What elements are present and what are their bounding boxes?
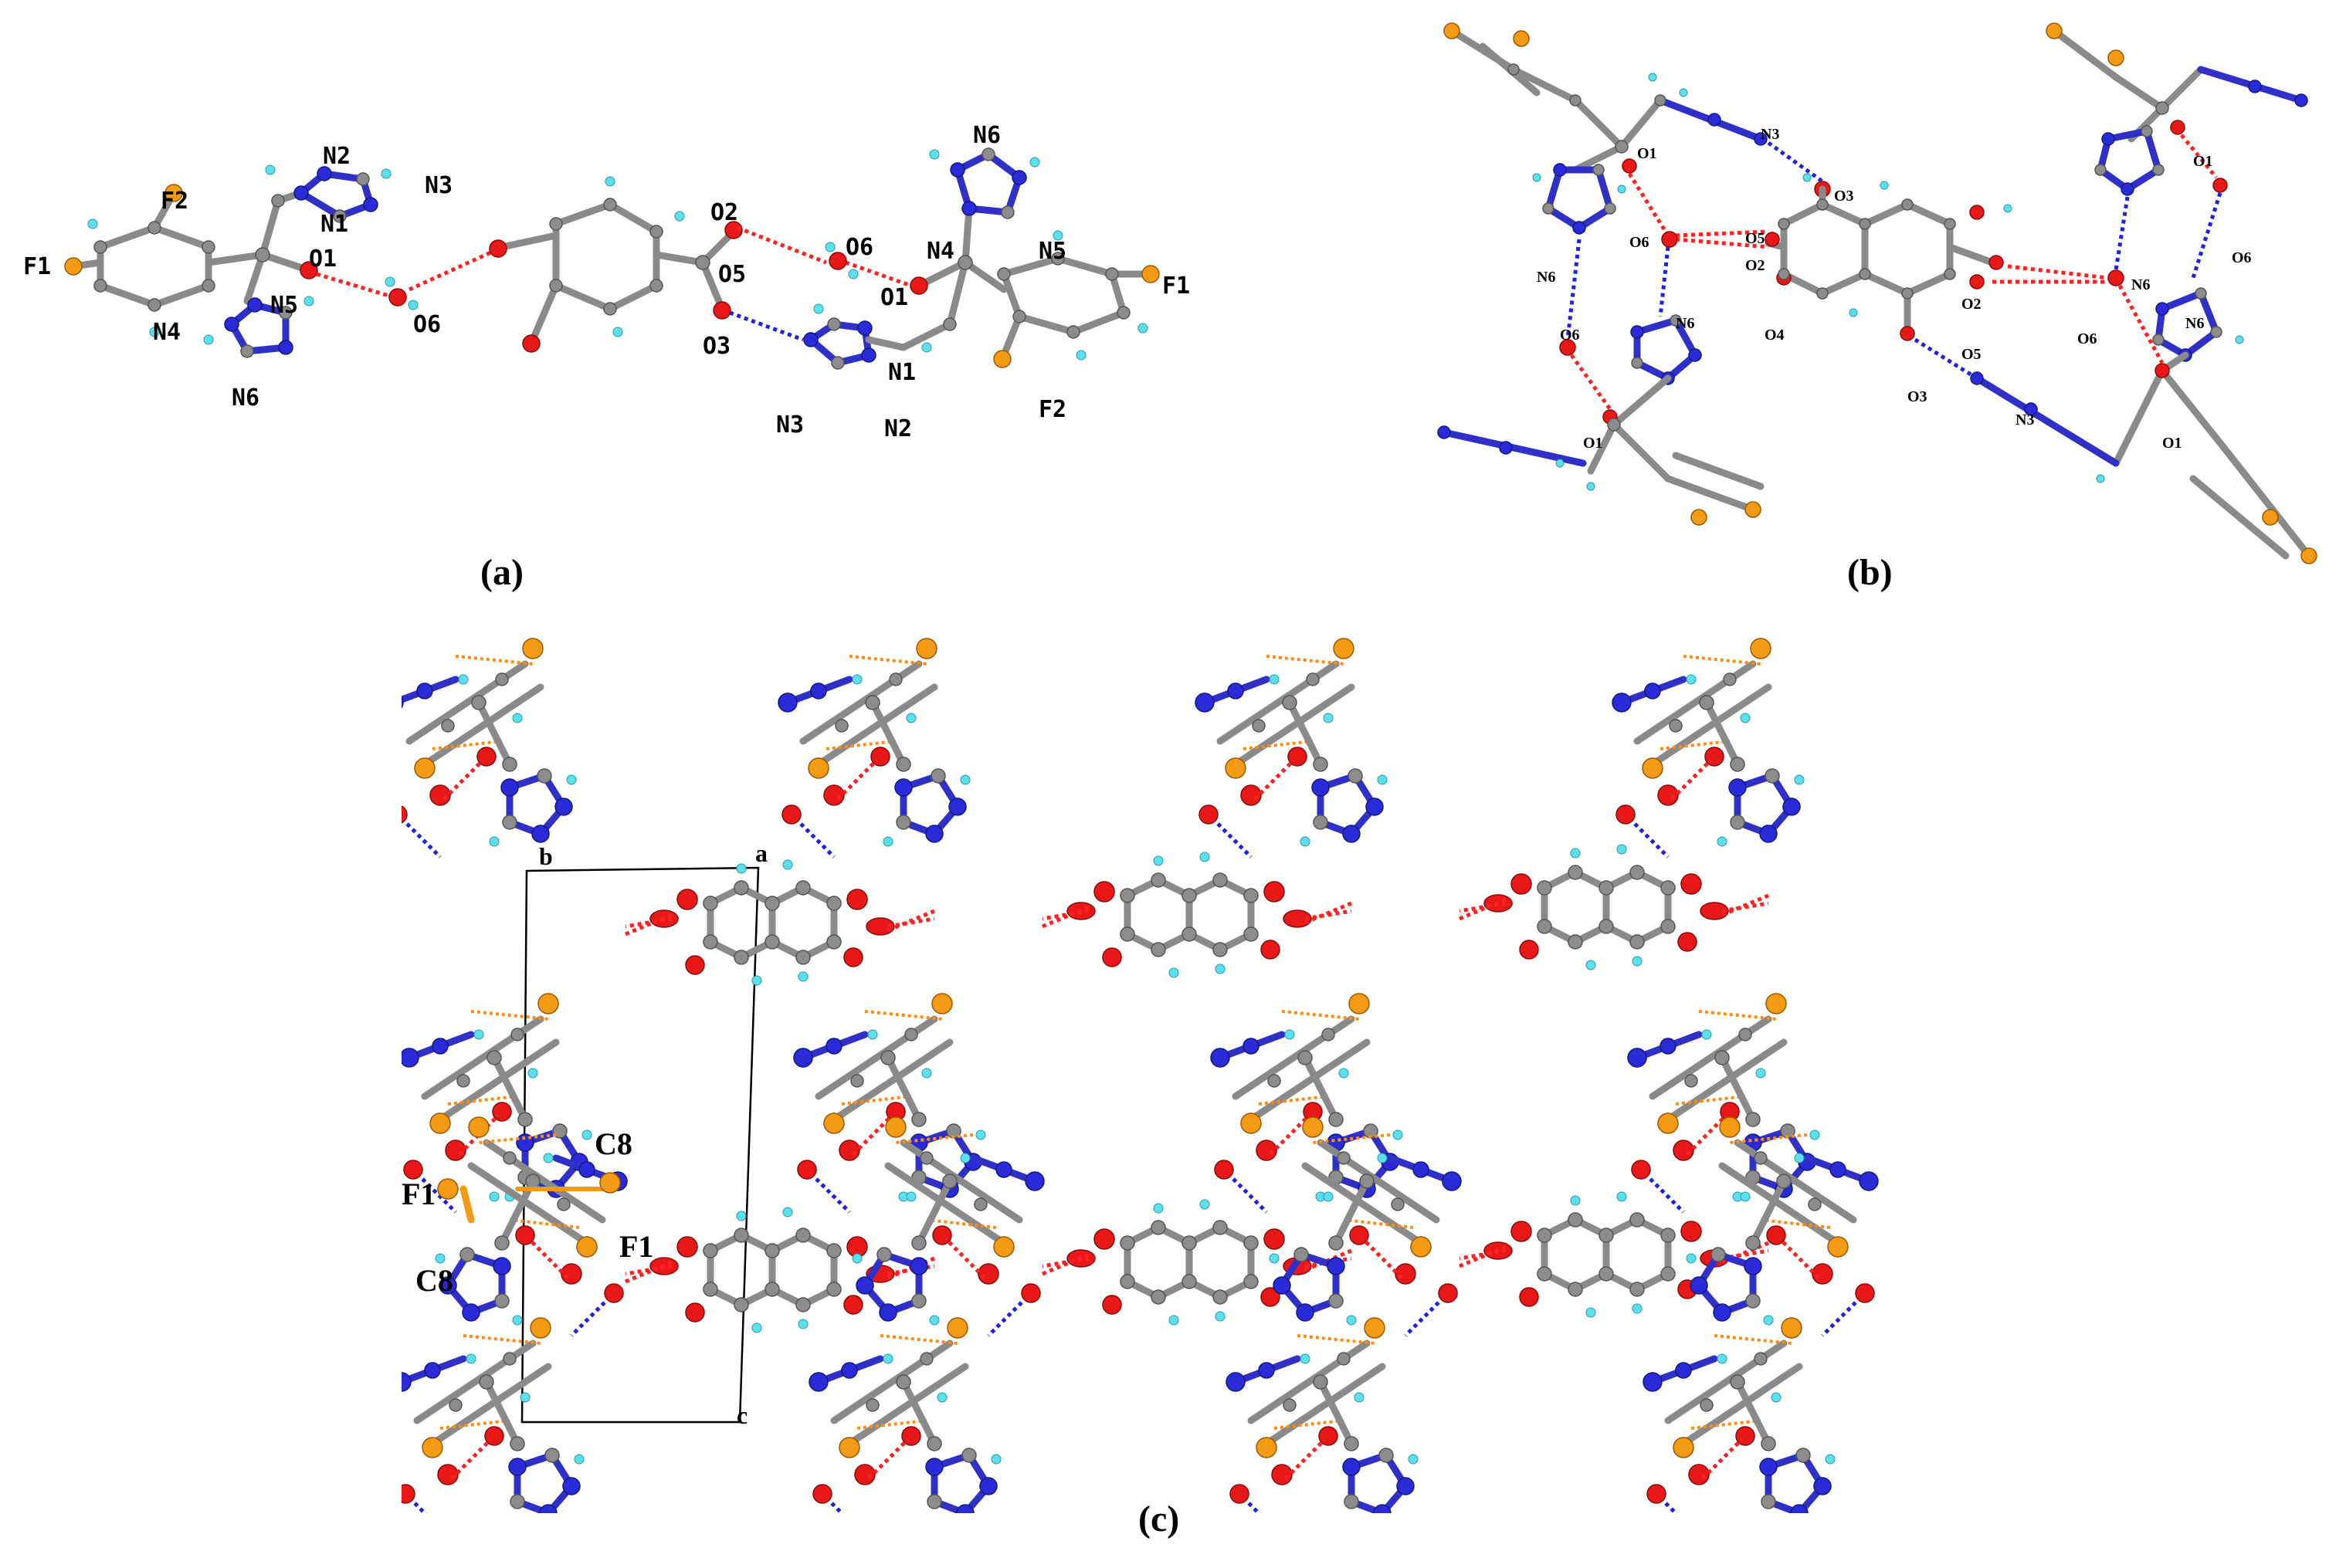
label-b-o6-tl: O6 bbox=[1629, 234, 1649, 251]
water-molecule-right bbox=[737, 225, 912, 288]
label-o1-right: O1 bbox=[880, 284, 908, 311]
axis-label-a: a bbox=[755, 839, 768, 867]
label-n2-left: N2 bbox=[323, 143, 351, 170]
label-n6-right: N6 bbox=[973, 122, 1001, 149]
label-n3-right: N3 bbox=[776, 411, 804, 439]
label-b-o1-br: O1 bbox=[2162, 435, 2182, 452]
label-f1-right: F1 bbox=[1162, 273, 1190, 300]
label-b-o1-tr: O1 bbox=[2193, 153, 2213, 170]
label-f2-right: F2 bbox=[1039, 396, 1066, 423]
label-n4-left: N4 bbox=[153, 319, 181, 346]
label-f1-left-c: F1 bbox=[402, 1177, 436, 1211]
label-b-o6-bl: O6 bbox=[1560, 327, 1580, 344]
label-o5: O5 bbox=[718, 261, 746, 288]
ff-contact bbox=[437, 1172, 621, 1224]
label-b-o1-bl: O1 bbox=[1583, 435, 1603, 452]
label-c8-top: C8 bbox=[595, 1126, 632, 1161]
panel-c-crystal-packing: b a c C8 F1 F1 C8 bbox=[402, 633, 1977, 1513]
label-o2: O2 bbox=[710, 199, 738, 226]
molecule-b-bottom-left bbox=[1437, 314, 1765, 526]
panel-b-hbond-network: O1 N3 O3 O6 O5 O2 N6 N6 O6 O4 O1 O1 N6 O… bbox=[1437, 22, 2317, 564]
label-b-o6-tr: O6 bbox=[2232, 249, 2252, 266]
molecule-b-top-left bbox=[1443, 22, 1768, 235]
label-b-o4: O4 bbox=[1765, 327, 1785, 344]
molecule-b-central bbox=[1765, 173, 2012, 341]
caption-c: (c) bbox=[1138, 1499, 1180, 1539]
label-n5-right: N5 bbox=[1039, 238, 1066, 265]
label-b-o3-top: O3 bbox=[1834, 188, 1854, 205]
label-o3: O3 bbox=[703, 333, 731, 360]
label-n1-right: N1 bbox=[888, 359, 916, 386]
label-n4-right: N4 bbox=[927, 238, 954, 265]
label-o1-left: O1 bbox=[309, 246, 337, 273]
molecule-right-fluconazole bbox=[803, 147, 1160, 370]
label-b-o2-top: O2 bbox=[1745, 257, 1765, 274]
label-o6-right: O6 bbox=[846, 234, 873, 261]
label-b-o6-bot: O6 bbox=[2077, 330, 2097, 347]
caption-a: (a) bbox=[480, 552, 524, 593]
label-b-o2-bot: O2 bbox=[1961, 296, 1982, 313]
label-b-n6-tl: N6 bbox=[1537, 269, 1555, 286]
label-b-o1-tl: O1 bbox=[1637, 145, 1657, 162]
molecule-left-fluconazole bbox=[64, 164, 392, 358]
label-o6-left: O6 bbox=[413, 311, 441, 338]
panel-a-right-half: O5 O2 O3 O6 N6 N4 N5 O1 F1 N1 N3 N2 F2 bbox=[703, 122, 1190, 442]
label-f1-right-c: F1 bbox=[619, 1229, 653, 1264]
panel-a-molecular-structure: F1 F2 N2 N3 N1 O1 N4 N5 N6 O6 bbox=[23, 143, 743, 411]
label-n1-left: N1 bbox=[320, 211, 348, 238]
label-n5-left: N5 bbox=[270, 292, 298, 319]
label-f1-left: F1 bbox=[23, 253, 51, 280]
molecule-b-top-right bbox=[2046, 22, 2308, 271]
hbonds-b-top bbox=[1565, 141, 1824, 340]
atom-o6-b bbox=[1661, 231, 1678, 248]
hbond-o3-n3 bbox=[729, 310, 804, 342]
axis-label-b: b bbox=[539, 842, 553, 870]
label-c8-bot: C8 bbox=[415, 1263, 453, 1298]
label-n2-right: N2 bbox=[884, 415, 912, 442]
label-b-n6-r: N6 bbox=[2185, 315, 2204, 332]
label-b-o5-top: O5 bbox=[1745, 230, 1765, 247]
packing-motifs bbox=[402, 638, 1878, 1513]
label-b-n6-mid: N6 bbox=[1676, 315, 1694, 332]
label-b-o5-bot: O5 bbox=[1961, 346, 1982, 363]
molecule-central-acid bbox=[489, 176, 743, 353]
label-f2-left: F2 bbox=[161, 188, 188, 215]
molecule-b-bottom-right bbox=[1914, 192, 2317, 564]
axis-label-c: c bbox=[737, 1401, 748, 1429]
caption-b: (b) bbox=[1847, 552, 1893, 593]
label-b-n3-bot: N3 bbox=[2015, 411, 2034, 428]
label-b-o3-bot: O3 bbox=[1907, 388, 1927, 405]
label-b-n3-top: N3 bbox=[1761, 126, 1779, 143]
label-n3-left: N3 bbox=[425, 172, 453, 199]
water-molecule-left bbox=[316, 249, 496, 310]
label-n6-left: N6 bbox=[232, 384, 259, 411]
label-b-n6-tr: N6 bbox=[2131, 276, 2150, 293]
